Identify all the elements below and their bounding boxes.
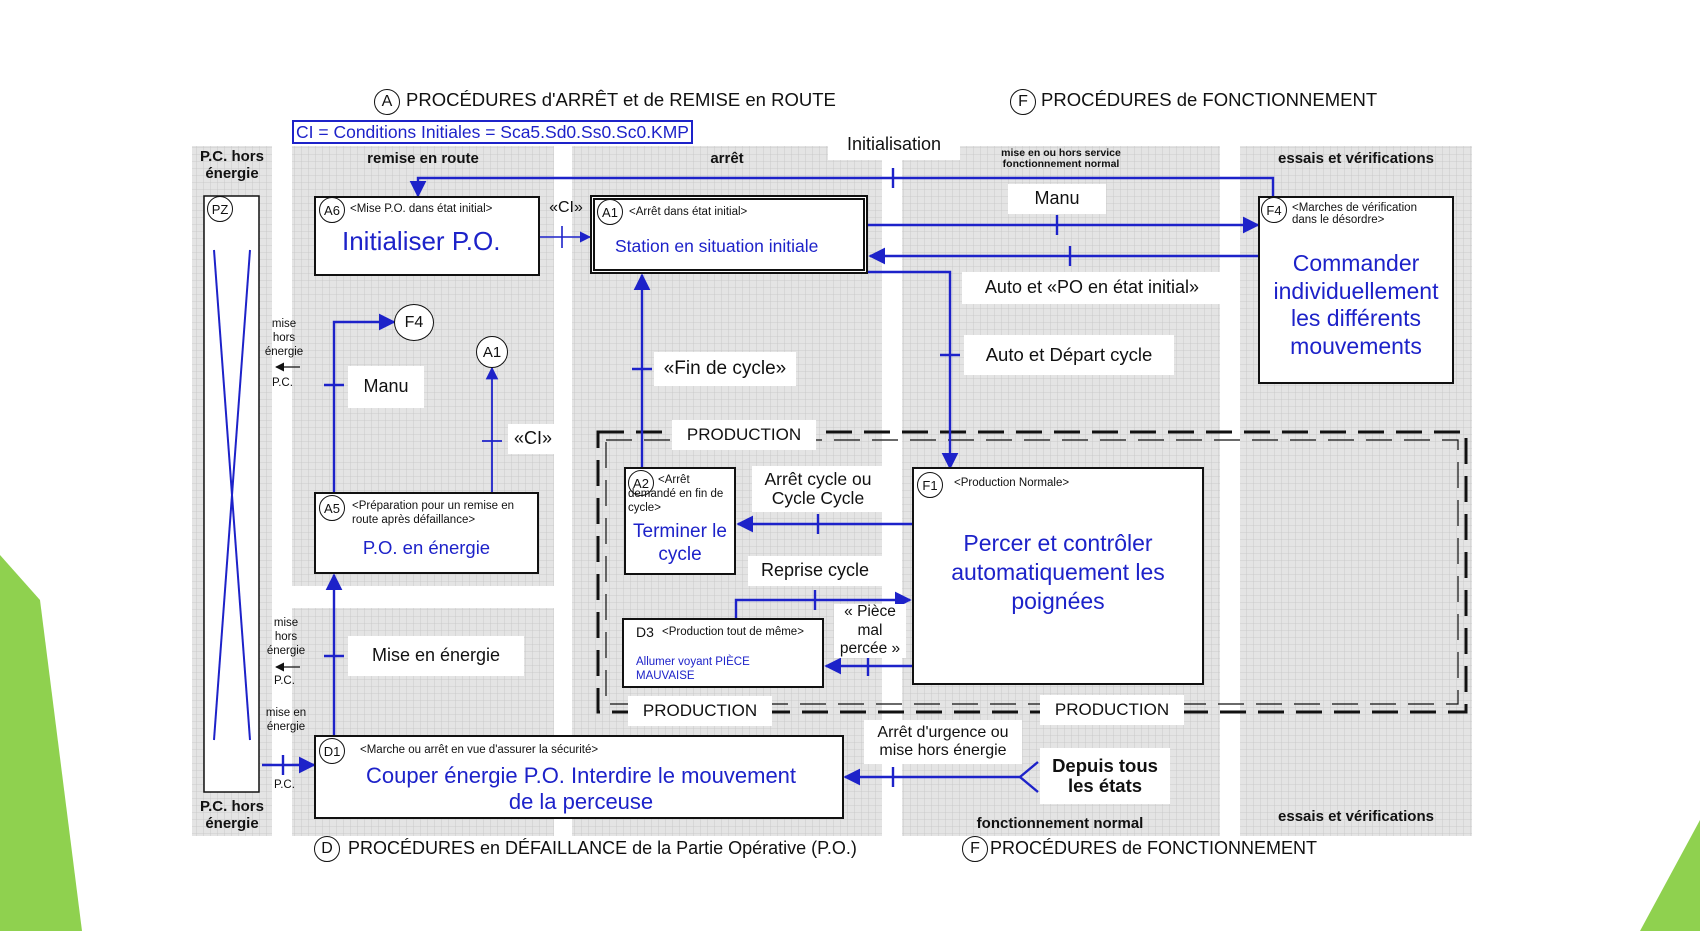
state-a1-action: Station en situation initiale: [615, 236, 819, 256]
state-d1-id: D1: [319, 738, 345, 764]
letter-a-badge: A: [374, 89, 400, 115]
green-accent-left: [0, 555, 82, 931]
caption-remise-en-route: remise en route: [367, 150, 479, 167]
label-auto-po: Auto et «PO en état initial»: [962, 272, 1222, 304]
state-a6: A6 <Mise P.O. dans état initial> Initial…: [314, 196, 540, 276]
title-defaillance: PROCÉDURES en DÉFAILLANCE de la Partie O…: [348, 838, 857, 858]
label-fin-cycle: «Fin de cycle»: [654, 352, 796, 386]
caption-pc-off-top: P.C. hors énergie: [200, 148, 264, 183]
letter-f-badge-top: F: [1010, 89, 1036, 115]
title-arret-remise: PROCÉDURES d'ARRÊT et de REMISE en ROUTE: [406, 89, 836, 110]
state-a2-desc: <Arrêt demandé en fin de cycle>: [628, 474, 724, 514]
label-manu-top: Manu: [1008, 184, 1106, 214]
state-d3-id: D3: [636, 624, 654, 640]
state-d3: D3 <Production tout de même> Allumer voy…: [622, 618, 824, 688]
state-f1-id: F1: [917, 472, 943, 498]
title-fonctionnement-bottom: PROCÉDURES de FONCTIONNEMENT: [990, 838, 1318, 858]
state-a1-desc: <Arrêt dans état initial>: [629, 206, 748, 218]
state-f1: F1 <Production Normale> Percer et contrô…: [912, 467, 1204, 685]
state-f1-desc: <Production Normale>: [954, 477, 1070, 489]
pz-bar: [203, 195, 260, 793]
green-accent-right: [1640, 820, 1700, 931]
label-auto-depart: Auto et Départ cycle: [964, 335, 1174, 375]
label-depuis-tous: Depuis tous les états: [1040, 748, 1170, 804]
side-pc-1: P.C.: [272, 377, 293, 389]
state-d1: D1 <Marche ou arrêt en vue d'assurer la …: [314, 735, 844, 819]
label-production-bottom-right: PRODUCTION: [1040, 695, 1184, 725]
side-mhe-2: mise hors énergie: [266, 617, 306, 657]
state-a5-action: P.O. en énergie: [362, 537, 491, 558]
label-production-top: PRODUCTION: [672, 420, 816, 450]
state-a2-action: Terminer le cycle: [633, 521, 727, 565]
label-arret-cycle: Arrêt cycle ou Cycle Cycle: [752, 466, 884, 512]
label-ci-a5: «CI»: [508, 424, 558, 454]
side-pc-2: P.C.: [274, 675, 295, 687]
state-a1-id: A1: [597, 199, 623, 225]
caption-fonct-normal: fonctionnement normal: [976, 815, 1144, 832]
state-a2: A2 <Arrêt demandé en fin de cycle> Termi…: [624, 467, 736, 575]
letter-d-badge: D: [314, 836, 340, 862]
state-a1: A1 <Arrêt dans état initial> Station en …: [590, 195, 868, 274]
state-a5: A5 <Préparation pour un remise en route …: [314, 492, 539, 574]
state-f4: F4 <Marches de vérification dans le déso…: [1258, 196, 1454, 384]
state-a2-id: A2: [628, 470, 654, 496]
state-f1-action: Percer et contrôler automatiquement les …: [951, 530, 1165, 614]
side-mhe-1: mise hors énergie: [264, 318, 304, 358]
caption-essais-bottom: essais et vérifications: [1278, 808, 1434, 825]
state-f4-id: F4: [1261, 197, 1287, 223]
label-initialisation: Initialisation: [828, 130, 960, 160]
state-f4-action: Commander individuellement les différent…: [1273, 250, 1439, 359]
caption-essais-top: essais et vérifications: [1278, 150, 1434, 167]
caption-service: mise en ou hors service fonctionnement n…: [1001, 147, 1121, 171]
side-mee: mise en énergie: [265, 707, 307, 733]
ref-f4-circle: F4: [394, 304, 434, 341]
state-pz-id: PZ: [207, 196, 233, 222]
state-a5-id: A5: [319, 495, 345, 521]
title-fonctionnement-top: PROCÉDURES de FONCTIONNEMENT: [1041, 89, 1378, 110]
label-arret-urgence: Arrêt d'urgence ou mise hors énergie: [864, 720, 1022, 764]
label-production-bottom-left: PRODUCTION: [628, 696, 772, 726]
ci-definition: CI = Conditions Initiales = Sca5.Sd0.Ss0…: [292, 120, 693, 145]
caption-arret: arrêt: [710, 150, 744, 167]
caption-pc-off-bottom: P.C. hors énergie: [200, 798, 264, 833]
ref-a1-circle: A1: [476, 336, 508, 368]
state-a5-desc: <Préparation pour un remise en route apr…: [352, 500, 515, 527]
state-a6-desc: <Mise P.O. dans état initial>: [350, 203, 493, 215]
state-f4-desc: <Marches de vérification dans le désordr…: [1292, 202, 1417, 227]
state-d3-desc: <Production tout de même>: [662, 626, 804, 638]
state-a6-id: A6: [319, 197, 345, 223]
state-a6-action: Initialiser P.O.: [342, 226, 501, 256]
label-ci-a6: «CI»: [549, 199, 583, 217]
production-frame: [596, 430, 1468, 714]
label-piece-mal-percee: « Pièce mal percée »: [834, 603, 906, 658]
label-manu-a5: Manu: [348, 366, 424, 408]
state-d1-desc: <Marche ou arrêt en vue d'assurer la séc…: [360, 744, 599, 756]
side-pc-3: P.C.: [274, 779, 295, 791]
state-d1-action: Couper énergie P.O. Interdire le mouveme…: [365, 763, 797, 815]
state-d3-action: Allumer voyant PIÈCE MAUVAISE: [636, 656, 750, 682]
letter-f-badge-bottom: F: [962, 836, 988, 862]
label-mise-en-energie: Mise en énergie: [348, 636, 524, 676]
label-reprise-cycle: Reprise cycle: [748, 556, 882, 586]
